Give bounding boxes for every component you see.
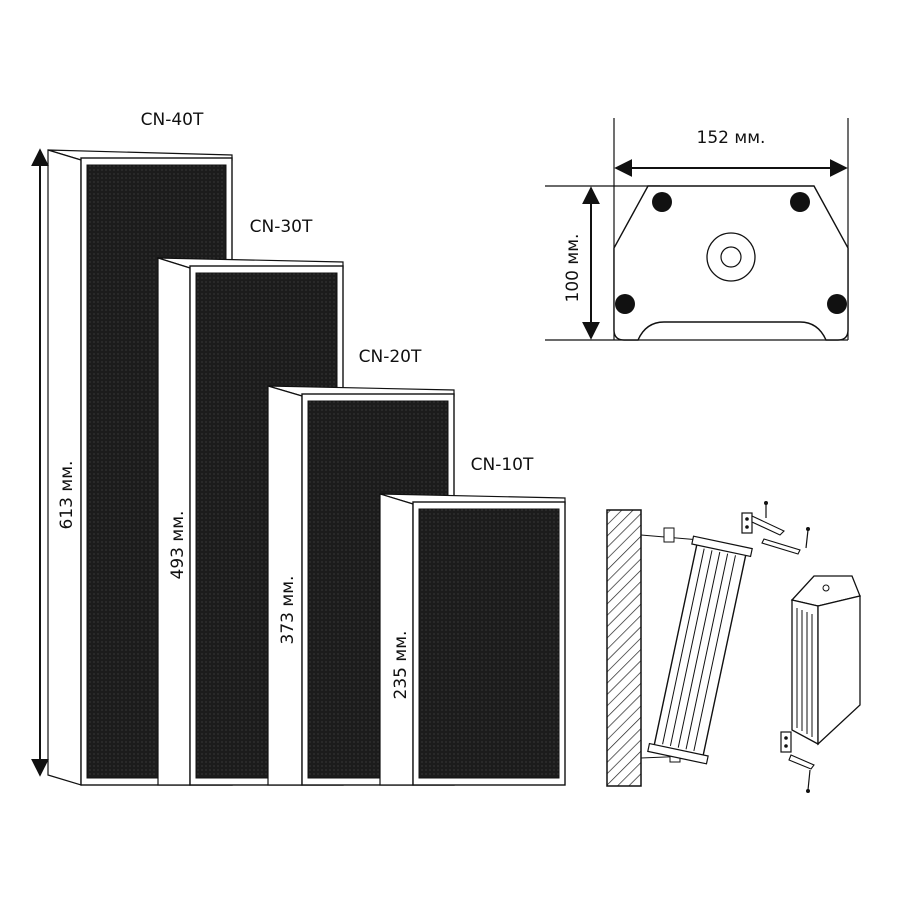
height-label-cn-10t: 235 мм. [391, 631, 411, 700]
cross-section-view [545, 118, 849, 341]
wall-mount-illustration [606, 509, 753, 787]
model-label-cn-20t: CN-20T [359, 347, 422, 367]
height-label-cn-30t: 493 мм. [168, 511, 188, 580]
width-dimension: 152 мм. [614, 128, 848, 177]
bracket-assembly-illustration [741, 501, 861, 793]
height-label-cn-20t: 373 мм. [278, 576, 298, 645]
model-label-cn-10t: CN-10T [471, 455, 534, 475]
model-label-cn-40t: CN-40T [141, 110, 204, 130]
depth-label: 100 мм. [563, 234, 583, 303]
depth-dimension: 100 мм. [563, 186, 600, 340]
width-label: 152 мм. [697, 128, 766, 148]
height-dimension-cn-40t: 613 мм. [31, 148, 77, 777]
model-label-cn-30t: CN-30T [250, 217, 313, 237]
height-label-cn-40t: 613 мм. [57, 461, 77, 530]
speaker-cn-10t [379, 493, 566, 786]
